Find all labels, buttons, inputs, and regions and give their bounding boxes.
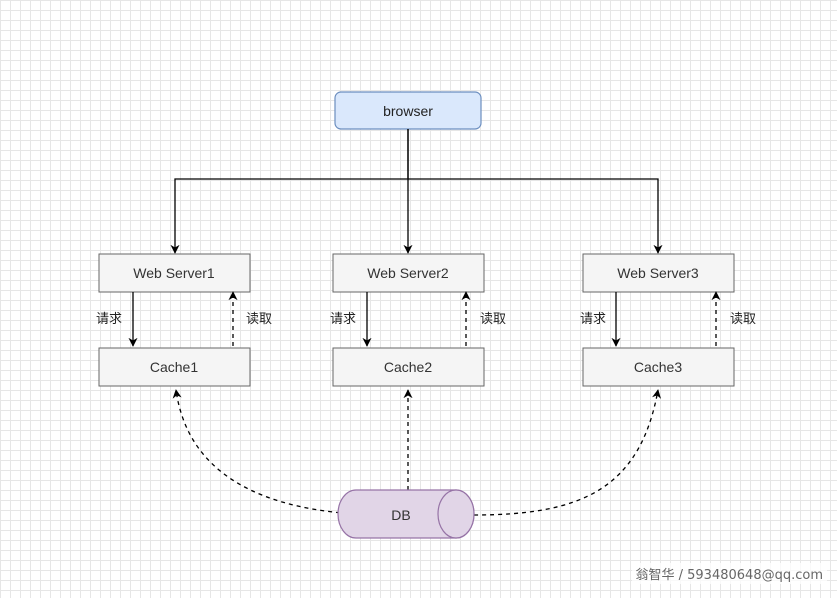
browser-label: browser [383,103,433,119]
request-label-1: 请求 [96,312,122,327]
edge-browser-to-webserver1 [170,129,409,254]
cache-label-3: Cache3 [634,359,682,375]
edge-browser-to-webserver3 [408,178,663,254]
request-label-3: 请求 [580,312,606,327]
web-server-node-3: Web Server3 [582,253,735,293]
server-cache-edges [128,291,721,347]
cache-label-1: Cache1 [150,359,198,375]
edge-labels: 请求 读取 请求 读取 请求 读取 [96,312,756,327]
web-server-node-2: Web Server2 [332,253,485,293]
read-label-1: 读取 [246,312,272,327]
db-label: DB [391,507,410,523]
web-server-label-2: Web Server2 [367,265,449,281]
request-label-2: 请求 [330,312,356,327]
browser-node: browser [334,91,482,130]
watermark: 翁智华 / 593480648@qq.com [631,563,827,584]
cache-node-2: Cache2 [332,347,485,387]
cache-node-1: Cache1 [98,347,251,387]
read-label-3: 读取 [730,312,756,327]
edge-db-to-cache3 [473,389,662,516]
browser-edges [170,129,663,254]
web-server-label-1: Web Server1 [133,265,215,281]
edge-db-to-cache1 [172,389,389,516]
web-server-node-1: Web Server1 [98,253,251,293]
cache-label-2: Cache2 [384,359,432,375]
db-node: DB [337,489,475,539]
web-server-label-3: Web Server3 [617,265,699,281]
cache-node-3: Cache3 [582,347,735,387]
db-edges [172,389,662,516]
read-label-2: 读取 [480,312,506,327]
